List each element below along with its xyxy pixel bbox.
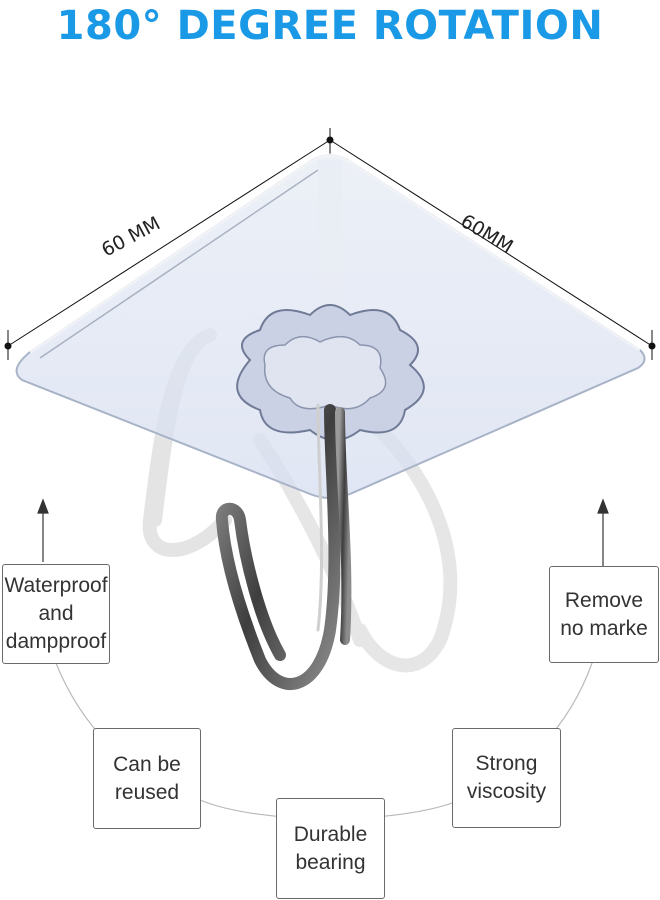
feature-waterproof: Waterproof and dampproof [2,564,110,664]
feature-remove-label: Remove no marke [560,588,648,640]
arrow-right [597,498,609,566]
arrow-left [37,498,49,562]
feature-strong-label: Strong viscosity [466,752,547,803]
feature-durable-label: Durable bearing [293,822,368,874]
feature-strong: Strong viscosity [452,728,561,828]
main-hook [215,403,352,690]
flower-base [236,304,425,441]
feature-reuse-label: Can be reused [113,752,181,804]
feature-waterproof-label: Waterproof and dampproof [4,574,108,653]
page-title: 180° DEGREE ROTATION [56,3,604,49]
feature-durable: Durable bearing [276,798,385,899]
feature-reuse: Can be reused [93,728,201,829]
feature-remove: Remove no marke [549,566,659,663]
dimension-lines [4,128,656,360]
dimension-line-left [7,139,331,347]
dimension-line-right [329,139,653,347]
